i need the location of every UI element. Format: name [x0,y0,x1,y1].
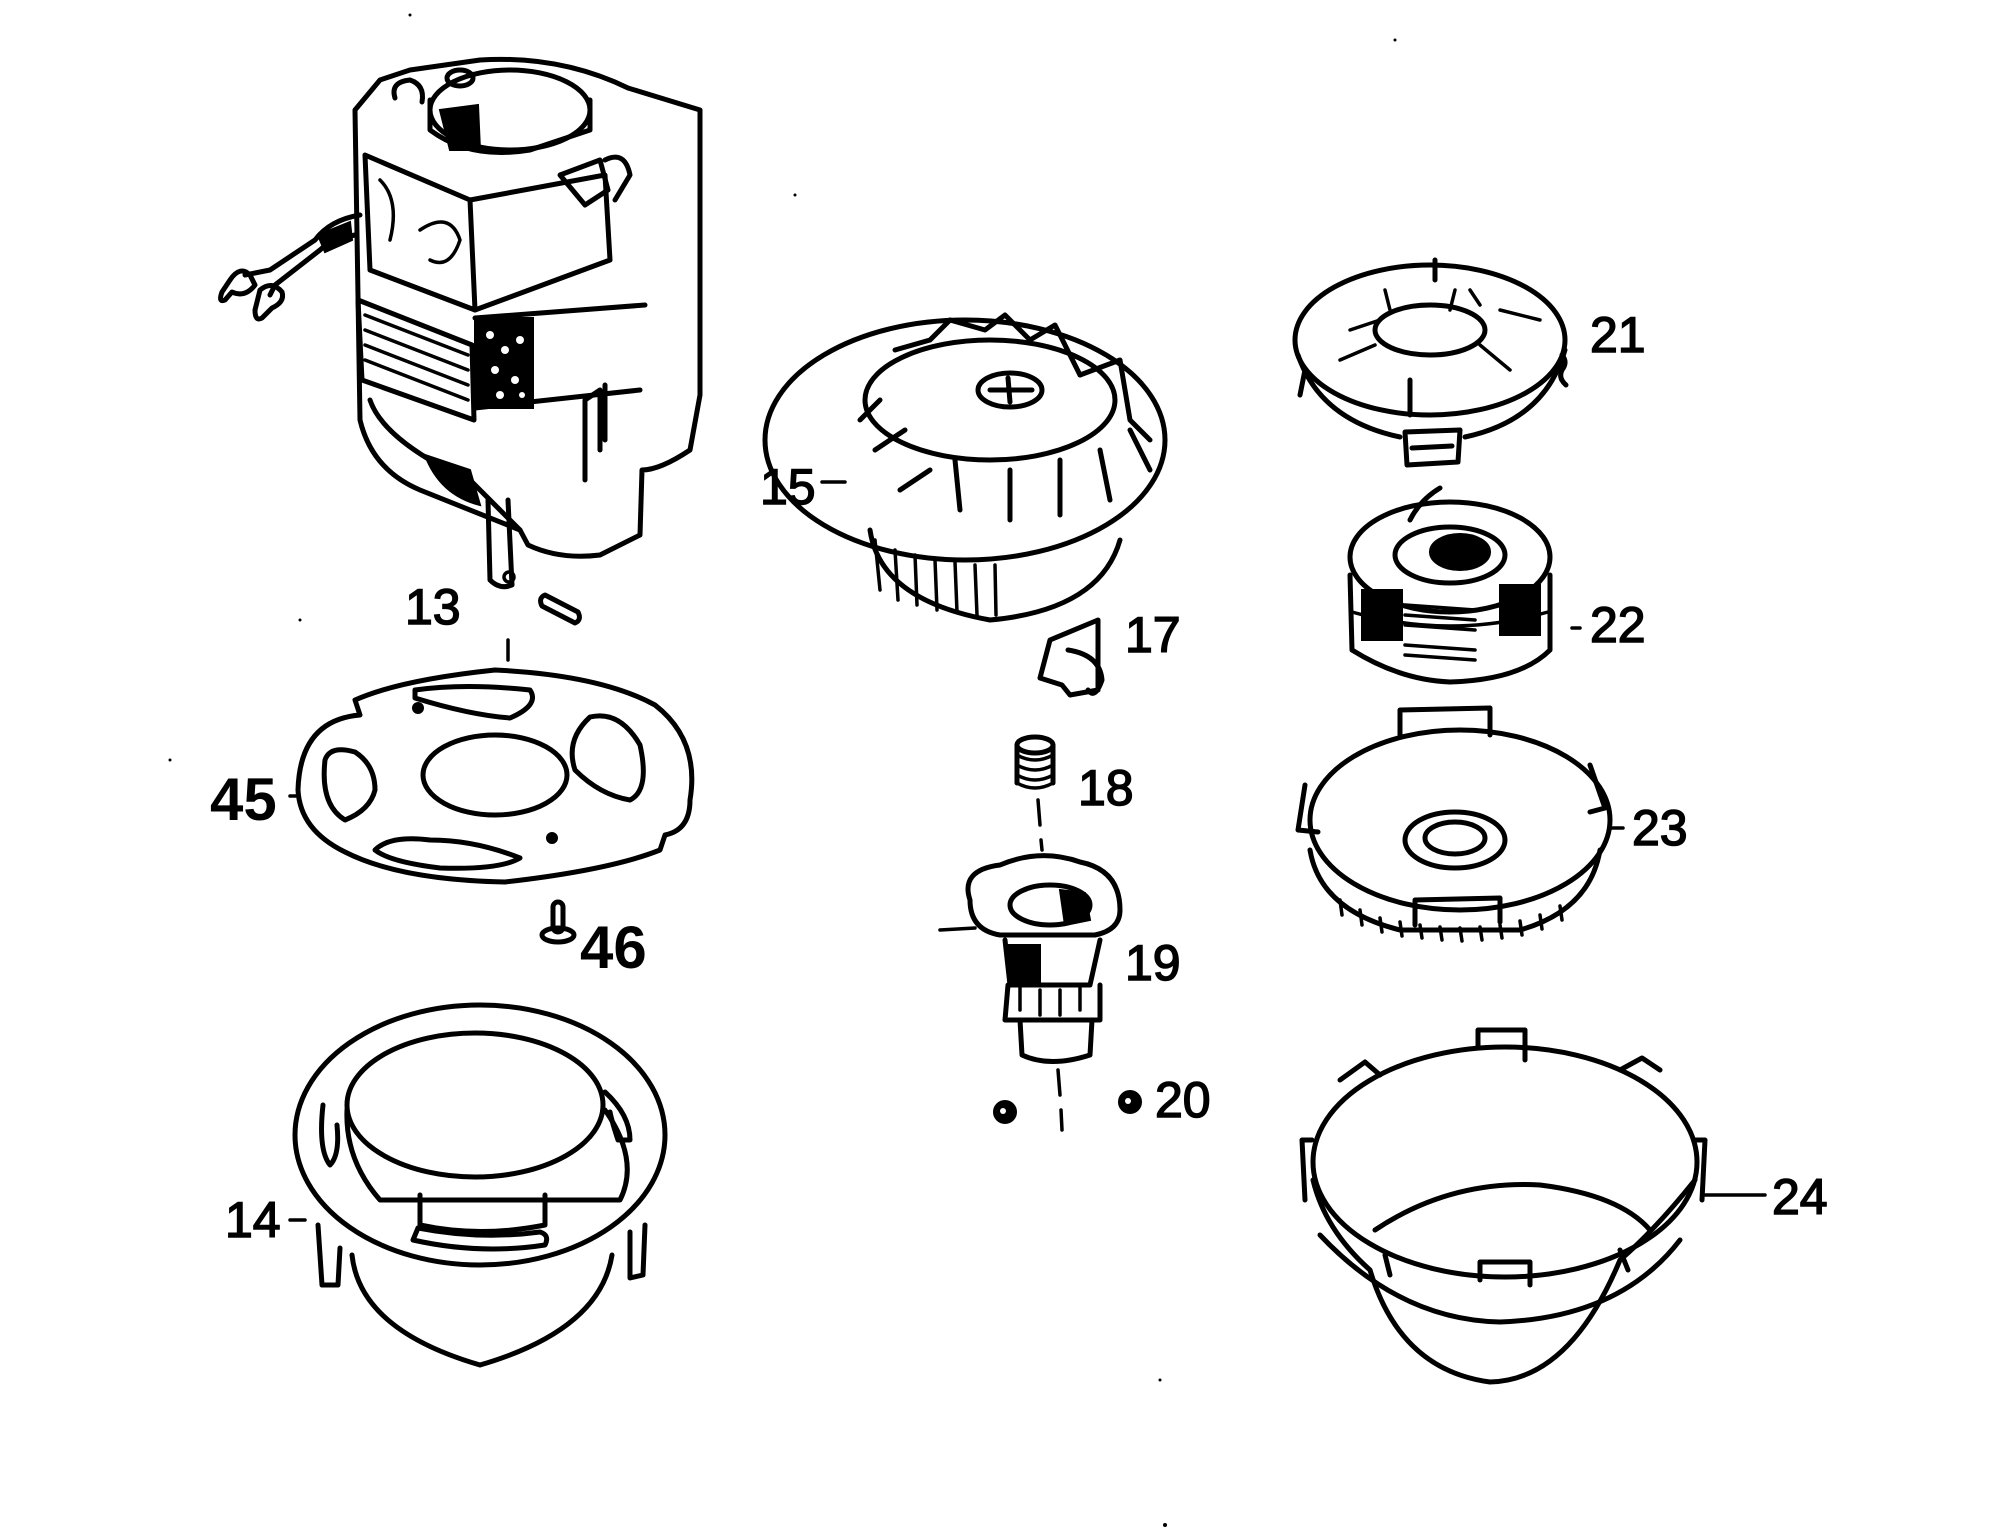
part-19-hub [965,853,1123,1064]
part-label-46: 46 [580,914,647,981]
part-23-spool-housing [1295,705,1613,943]
part-label-22: 22 [1589,597,1646,653]
part-label-17: 17 [1124,607,1181,663]
axis-line-18-19 [1036,798,1044,852]
part-label-21: 21 [1589,307,1646,363]
leader-line-19 [938,926,977,932]
part-24-guard-cup [1299,1027,1708,1385]
part-label-18: 18 [1077,760,1134,816]
part-label-24: 24 [1771,1169,1828,1225]
part-22-line-spool [1347,485,1553,685]
part-label-19: 19 [1124,935,1181,991]
part-label-14: 14 [224,1192,281,1248]
part-label-15: 15 [759,459,816,515]
part-14-housing-cup [292,1002,668,1368]
part-15-fan [762,312,1168,623]
part-21-spool-cover [1292,257,1569,468]
part-45-mounting-plate [295,667,695,885]
part-17-clip [1037,617,1105,698]
part-label-20: 20 [1154,1072,1211,1128]
part-label-13: 13 [404,579,461,635]
part-18-spring [1014,734,1056,790]
part-46-screw [539,899,577,945]
part-label-23: 23 [1631,800,1688,856]
part-label-45: 45 [210,766,277,833]
axis-line-19-20 [1056,1068,1064,1132]
scan-specks [168,13,1397,1527]
part-20-bearings [993,1090,1142,1124]
part-13-motor [218,56,703,626]
